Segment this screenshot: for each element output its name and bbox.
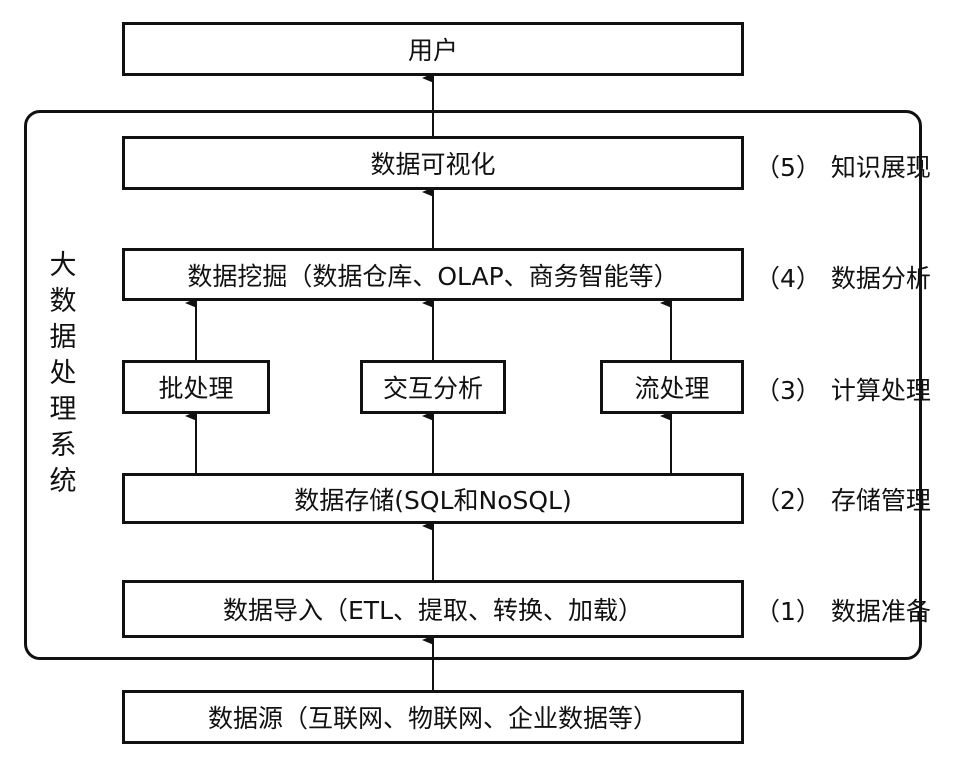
user-box: 用户 xyxy=(122,22,744,76)
stage-label: 数据准备 xyxy=(830,597,931,626)
import-box: 数据导入（ETL、提取、转换、加载） xyxy=(122,580,744,638)
mining-box: 数据挖掘（数据仓库、OLAP、商务智能等） xyxy=(122,248,744,301)
batch-box: 批处理 xyxy=(122,360,270,414)
stage-number: （4） xyxy=(755,264,821,293)
stage-2: （2） 存储管理 xyxy=(755,481,931,517)
stage-number: （1） xyxy=(755,597,821,626)
stage-5: （5） 知识展现 xyxy=(755,148,931,184)
source-box: 数据源（互联网、物联网、企业数据等） xyxy=(122,690,744,744)
stage-number: （2） xyxy=(755,486,821,515)
stage-1: （1） 数据准备 xyxy=(755,592,931,628)
stream-box: 流处理 xyxy=(600,360,744,414)
system-label: 大数据处理系统 xyxy=(49,250,77,497)
interactive-box: 交互分析 xyxy=(360,360,506,414)
big-data-system-frame xyxy=(24,110,922,660)
stage-label: 知识展现 xyxy=(830,153,931,182)
stage-3: （3） 计算处理 xyxy=(755,371,931,407)
storage-box: 数据存储(SQL和NoSQL) xyxy=(122,473,744,524)
stage-number: （3） xyxy=(755,376,821,405)
stage-4: （4） 数据分析 xyxy=(755,259,931,295)
stage-label: 计算处理 xyxy=(830,376,931,405)
stage-label: 存储管理 xyxy=(830,486,931,515)
stage-label: 数据分析 xyxy=(830,264,931,293)
visualization-box: 数据可视化 xyxy=(122,136,744,190)
stage-number: （5） xyxy=(755,153,821,182)
